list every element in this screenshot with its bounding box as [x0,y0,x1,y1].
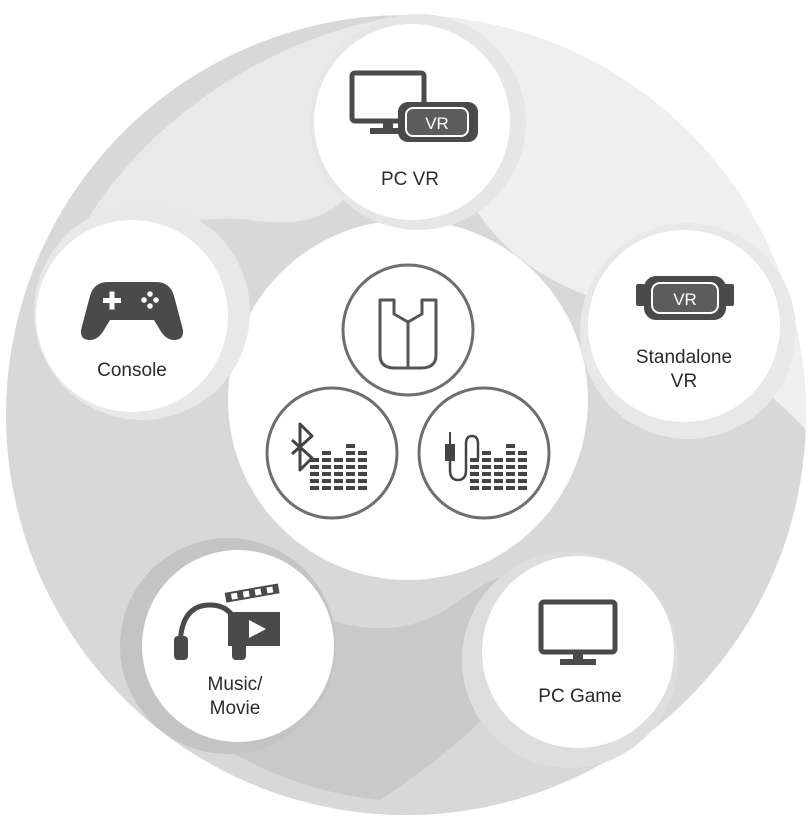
category-music-movie: Music/ Movie [120,538,336,754]
vr-headset-icon: VR [636,276,734,320]
category-standalone-vr: VR Standalone VR [580,223,796,439]
standalone-vr-label-line1: Standalone [636,347,732,368]
monitor-with-vr-headset-icon: VR [349,70,478,142]
console-label: Console [97,360,167,381]
headset-ear-cushion-icon [341,263,475,397]
standalone-vr-badge-text: VR [673,290,697,309]
bluetooth-audio-icon [265,386,399,520]
standalone-vr-label-line2: VR [671,371,697,392]
category-pc-game: PC Game [462,552,678,768]
headphones-and-clapperboard-icon [174,583,280,660]
monitor-icon [538,599,618,665]
category-console: Console [34,204,250,420]
gamepad-icon [81,282,183,340]
music-movie-label-line1: Music/ [208,674,264,695]
wired-audio-jack-icon [417,386,551,520]
music-movie-label-line2: Movie [210,698,261,719]
pc-game-label: PC Game [538,686,621,707]
category-pc-vr: VR PC VR [310,14,526,230]
pc-vr-badge-text: VR [425,114,449,133]
pc-vr-label: PC VR [381,169,439,190]
